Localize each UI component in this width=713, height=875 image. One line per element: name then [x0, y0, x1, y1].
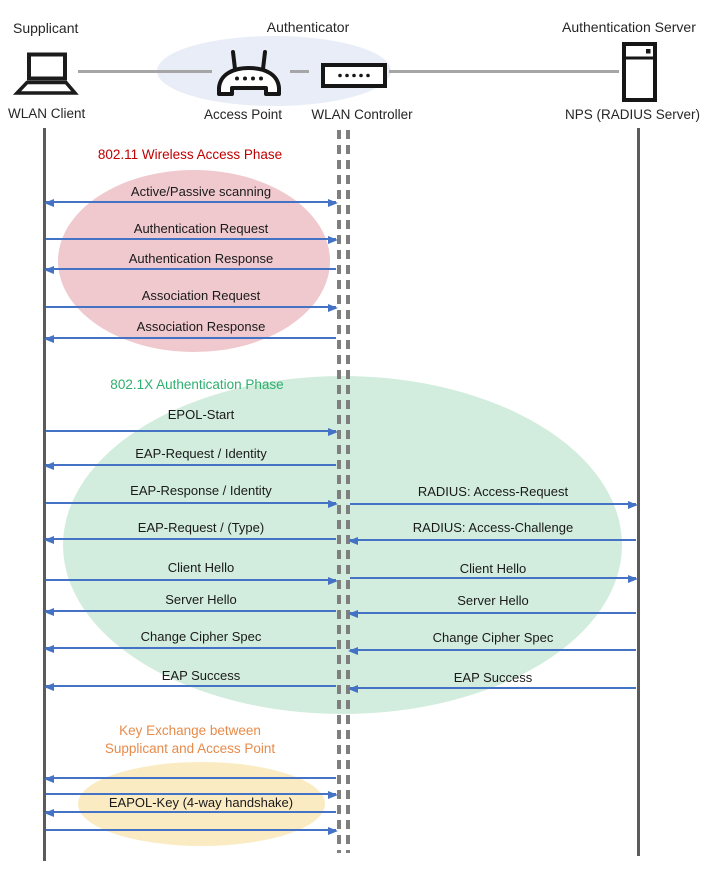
laptop-icon [12, 52, 80, 96]
message-arrow-change-cipher-spec [44, 645, 336, 653]
message-arrow-handshake-23 [46, 827, 338, 835]
arrowhead-left-icon [44, 199, 54, 207]
message-arrow-association-response [44, 335, 336, 343]
message-arrow-authentication-response [44, 266, 336, 274]
message-arrow-server-hello [44, 608, 336, 616]
arrowhead-right-icon [328, 791, 338, 799]
arrowhead-left-icon [44, 809, 54, 817]
role-supplicant: Supplicant [13, 20, 79, 36]
device-wlan-client: WLAN Client [8, 106, 86, 121]
message-arrow-radius-access-request [350, 501, 638, 509]
arrowhead-left-icon [44, 775, 54, 783]
phase-title-key-exchange-line2: Supplicant and Access Point [104, 741, 276, 756]
message-label-active-passive-scanning: Active/Passive scanning [130, 184, 272, 199]
message-label-radius-access-request: RADIUS: Access-Request [417, 484, 569, 499]
message-label-authentication-response: Authentication Response [128, 251, 274, 266]
message-label-client-hello: Client Hello [459, 561, 527, 576]
key-exchange-ellipse [78, 762, 325, 846]
message-arrow-epol-start [46, 428, 338, 436]
phase-title-key-exchange-line1: Key Exchange between [119, 723, 261, 738]
arrowhead-left-icon [348, 610, 358, 618]
message-label-association-response: Association Response [136, 319, 266, 334]
message-label-epol-start: EPOL-Start [167, 407, 235, 422]
message-arrow-client-hello [46, 577, 338, 585]
message-label-eap-response-identity: EAP-Response / Identity [130, 483, 272, 498]
message-arrow-handshake-19 [44, 775, 336, 783]
arrowhead-left-icon [44, 266, 54, 274]
arrowhead-right-icon [328, 236, 338, 244]
arrowhead-left-icon [44, 536, 54, 544]
arrowhead-left-icon [348, 537, 358, 545]
wlan-controller-icon [321, 63, 387, 88]
arrowhead-right-icon [628, 501, 638, 509]
role-authentication-server: Authentication Server [562, 19, 696, 35]
message-arrow-client-hello [350, 575, 638, 583]
server-lifeline [637, 128, 640, 856]
arrowhead-right-icon [328, 827, 338, 835]
arrowhead-right-icon [328, 199, 338, 207]
arrowhead-right-icon [328, 428, 338, 436]
connector-ap-to-controller [290, 70, 309, 73]
access-point-icon [212, 47, 286, 97]
phase-title-wireless-access: 802.11 Wireless Access Phase [97, 147, 283, 162]
message-label-eap-request-identity: EAP-Request / Identity [135, 446, 267, 461]
message-arrow-radius-access-challenge [348, 537, 636, 545]
message-arrow-eap-success [348, 685, 636, 693]
arrowhead-left-icon [44, 683, 54, 691]
arrowhead-left-icon [348, 647, 358, 655]
arrowhead-left-icon [44, 608, 54, 616]
message-arrow-active-passive-scanning [44, 199, 338, 207]
arrowhead-left-icon [44, 462, 54, 470]
arrowhead-left-icon [44, 335, 54, 343]
arrowhead-right-icon [328, 500, 338, 508]
arrowhead-right-icon [328, 304, 338, 312]
message-arrow-handshake-22 [44, 809, 336, 817]
wireless-access-phase-ellipse [58, 170, 330, 352]
message-arrow-change-cipher-spec [348, 647, 636, 655]
phase-title-key-exchange: Key Exchange between Supplicant and Acce… [105, 722, 275, 758]
message-arrow-eap-success [44, 683, 336, 691]
connector-controller-to-server [389, 70, 619, 73]
connector-client-to-ap [78, 70, 212, 73]
message-arrow-handshake-20 [46, 791, 338, 799]
message-arrow-eap-request-identity [44, 462, 336, 470]
supplicant-lifeline [43, 128, 46, 861]
role-authenticator: Authenticator [266, 19, 350, 35]
arrowhead-left-icon [348, 685, 358, 693]
message-arrow-authentication-request [46, 236, 338, 244]
message-label-server-hello: Server Hello [165, 592, 237, 607]
authenticator-lifeline-dash-left [337, 130, 341, 853]
server-icon [621, 42, 659, 102]
message-label-eap-success: EAP Success [161, 668, 241, 683]
arrowhead-right-icon [328, 577, 338, 585]
message-label-association-request: Association Request [141, 288, 261, 303]
device-nps-radius-server: NPS (RADIUS Server) [565, 107, 701, 122]
arrowhead-left-icon [44, 645, 54, 653]
message-label-eap-success: EAP Success [453, 670, 533, 685]
phase-title-authentication: 802.1X Authentication Phase [110, 377, 284, 392]
device-wlan-controller: WLAN Controller [311, 107, 413, 122]
arrowhead-right-icon [628, 575, 638, 583]
message-label-change-cipher-spec: Change Cipher Spec [432, 630, 554, 645]
message-arrow-eap-request-type [44, 536, 336, 544]
message-arrow-server-hello [348, 610, 636, 618]
message-label-change-cipher-spec: Change Cipher Spec [140, 629, 262, 644]
message-label-client-hello: Client Hello [167, 560, 235, 575]
authenticator-lifeline-dash-right [346, 130, 350, 853]
device-access-point: Access Point [203, 107, 283, 122]
authentication-phase-ellipse [63, 376, 622, 714]
message-label-eap-request-type: EAP-Request / (Type) [137, 520, 265, 535]
message-label-eapol-key-4-way-handshake: EAPOL-Key (4-way handshake) [108, 795, 294, 810]
message-label-radius-access-challenge: RADIUS: Access-Challenge [412, 520, 574, 535]
message-label-authentication-request: Authentication Request [133, 221, 269, 236]
message-arrow-eap-response-identity [46, 500, 338, 508]
message-arrow-association-request [46, 304, 338, 312]
message-label-server-hello: Server Hello [457, 593, 529, 608]
